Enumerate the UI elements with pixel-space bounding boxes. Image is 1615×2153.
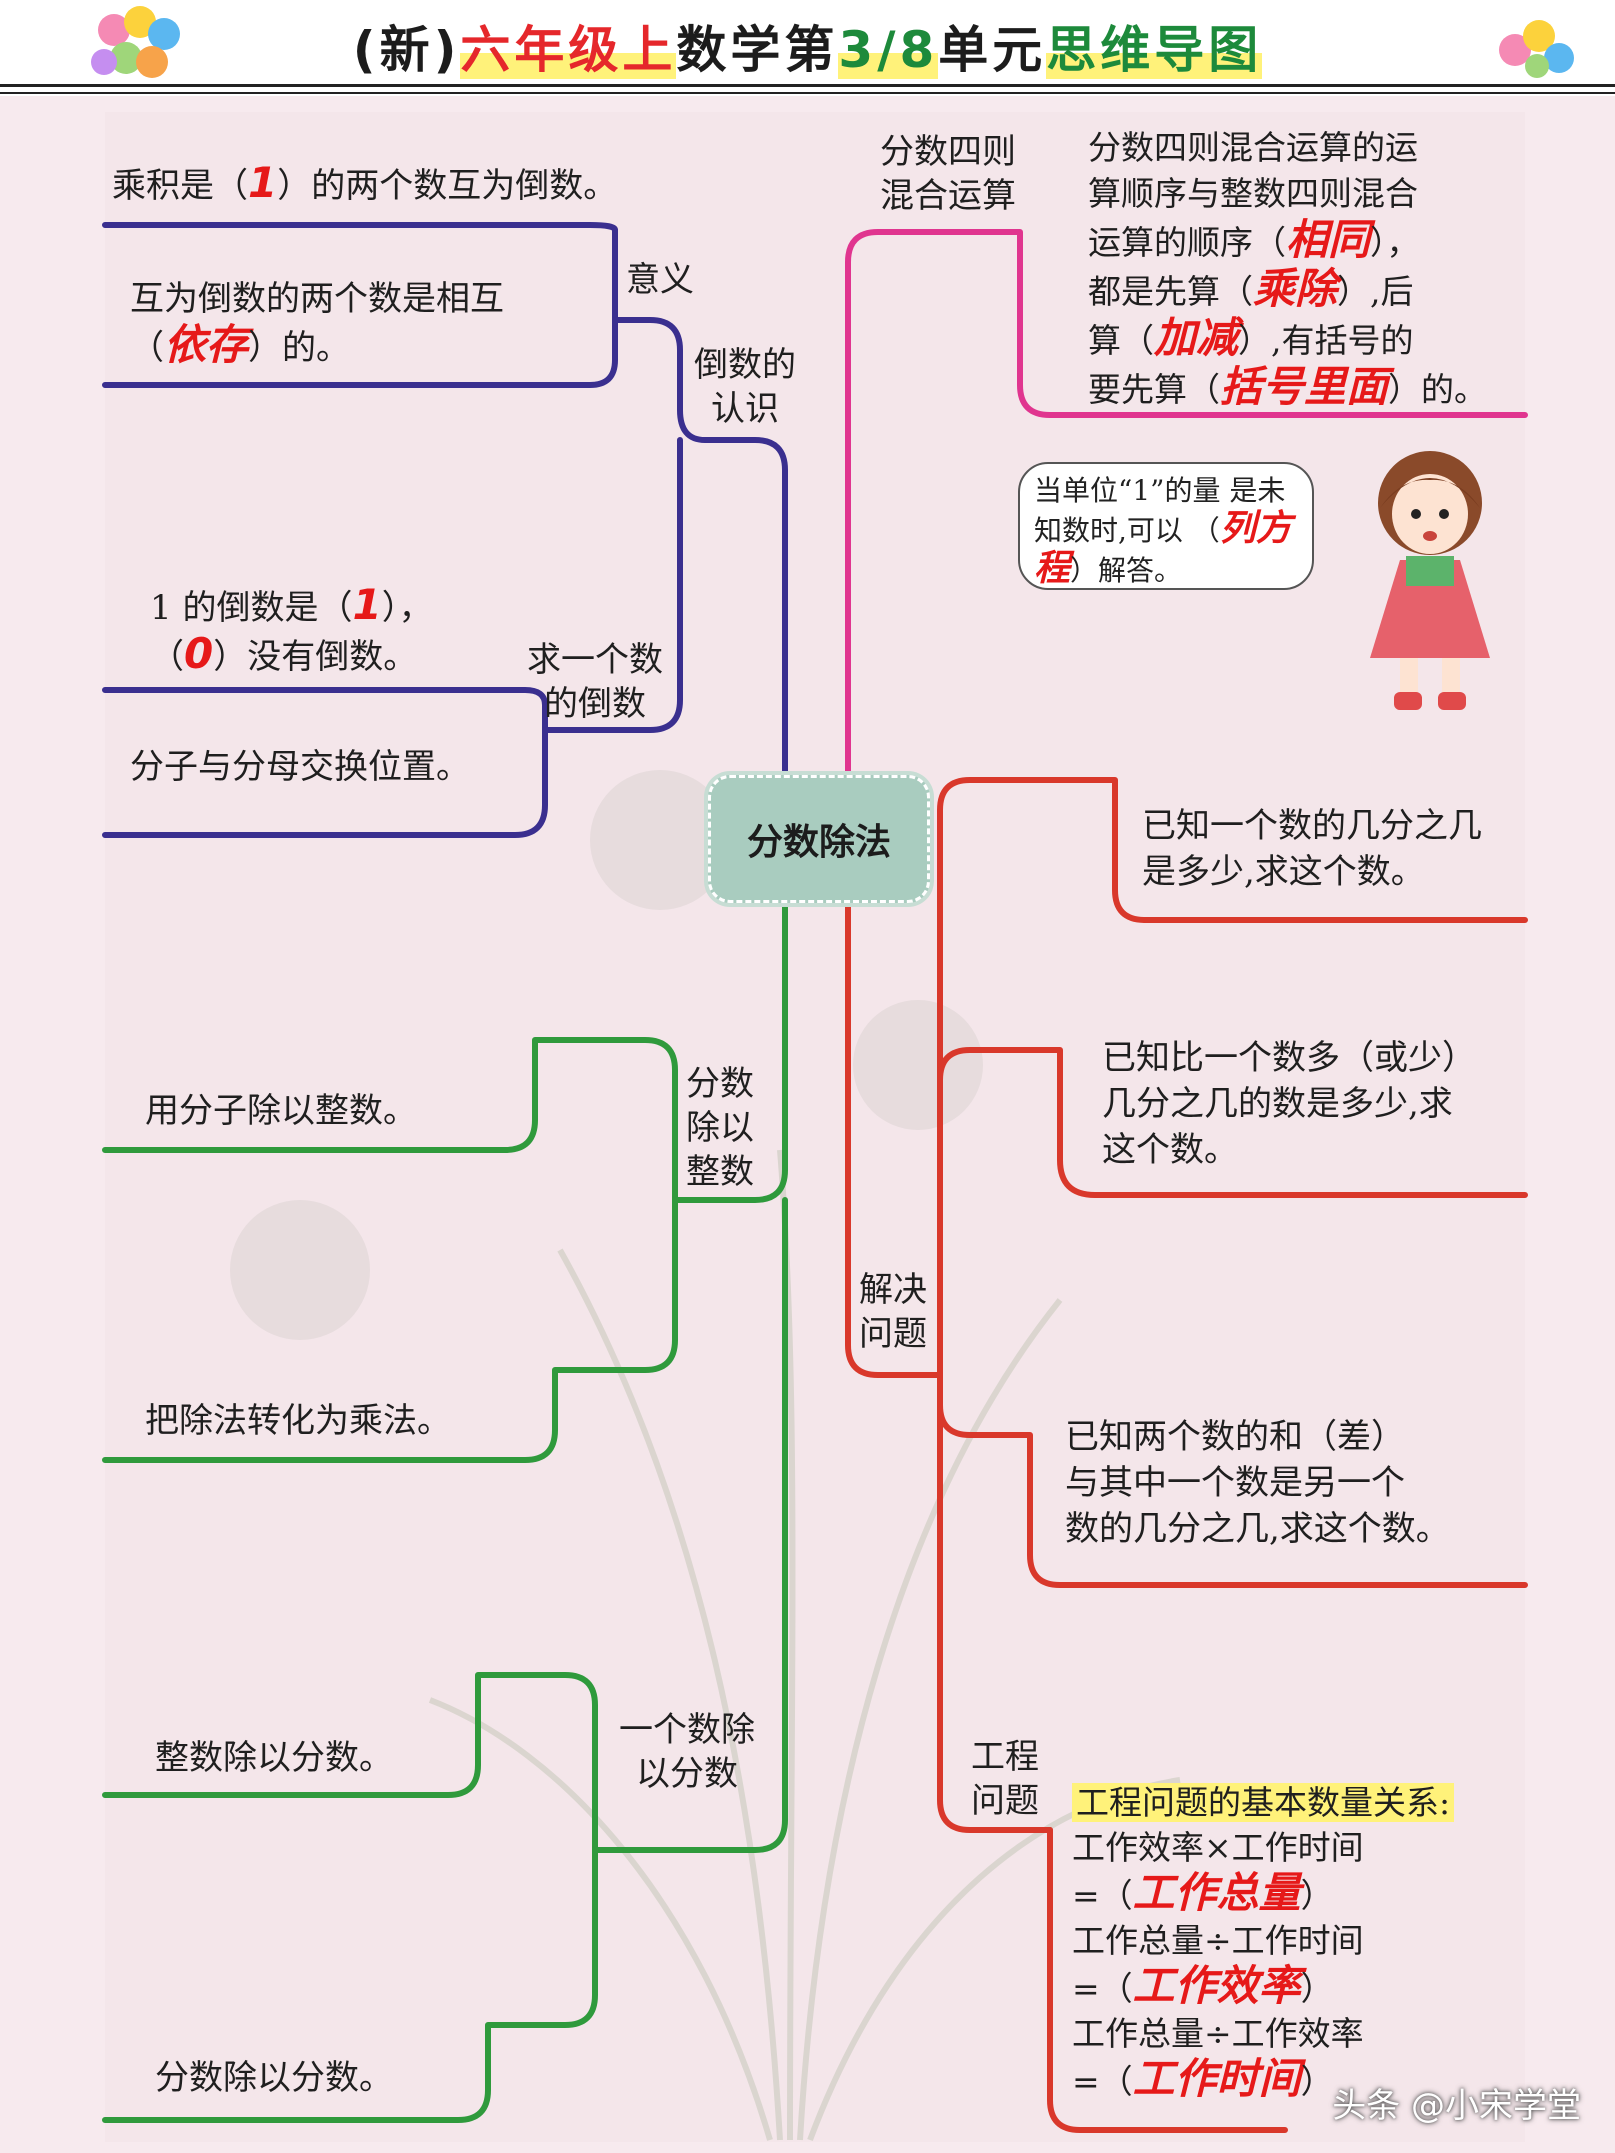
watermark: 头条 @小宋学堂 <box>1332 2086 1581 2126</box>
label-meaning: 意义 <box>626 260 694 300</box>
engineering-relations: 工程问题的基本数量关系:工作效率×工作时间=（工作总量）工作总量÷工作时间=（工… <box>1072 1780 1455 2104</box>
page-title: (新)六年级上数学第3/8单元思维导图 <box>352 21 1263 79</box>
branch-label-reciprocal: 倒数的 认识 <box>694 345 796 429</box>
convert-division-to-multiplication: 把除法转化为乘法。 <box>145 1401 451 1441</box>
header-rule <box>0 84 1615 87</box>
handwritten-answer: 列方程 <box>1034 508 1292 589</box>
branch-label-engineering: 工程 问题 <box>971 1737 1039 1821</box>
integer-divided-by-fraction: 整数除以分数。 <box>155 1738 393 1778</box>
handwritten-answer: 乘除 <box>1253 264 1338 313</box>
branch-label-divide-by-integer: 分数 除以 整数 <box>686 1064 754 1192</box>
handwritten-answer: 加减 <box>1154 313 1239 362</box>
branch-label-solve-problems: 解决 问题 <box>859 1270 927 1354</box>
fraction-divided-by-fraction: 分数除以分数。 <box>155 2058 393 2098</box>
engineering-heading: 工程问题的基本数量关系: <box>1072 1783 1455 1822</box>
header-rule <box>0 92 1615 94</box>
problem-type-1: 已知一个数的几分之几 是多少,求这个数。 <box>1142 806 1482 892</box>
problem-type-2: 已知比一个数多（或少） 几分之几的数是多少,求 这个数。 <box>1102 1038 1476 1170</box>
handwritten-answer: 工作时间 <box>1132 2054 1301 2103</box>
balloons-left-icon <box>91 6 180 78</box>
central-topic: 分数除法 <box>708 775 930 903</box>
meaning-dependency: 互为倒数的两个数是相互 （依存）的。 <box>130 279 504 369</box>
handwritten-answer: 工作总量 <box>1132 1868 1301 1917</box>
problem-type-3: 已知两个数的和（差） 与其中一个数是另一个 数的几分之几,求这个数。 <box>1065 1417 1450 1549</box>
swap-numerator-denominator: 分子与分母交换位置。 <box>130 747 470 787</box>
girl-illustration-icon <box>1370 451 1490 710</box>
branch-label-mixed-operations: 分数四则 混合运算 <box>880 132 1016 216</box>
handwritten-answer: 工作效率 <box>1132 1961 1301 2010</box>
mixed-operations-rule: 分数四则混合运算的运 算顺序与整数四则混合 运算的顺序（相同）， 都是先算（乘除… <box>1088 128 1488 411</box>
divide-numerator-by-integer: 用分子除以整数。 <box>145 1091 417 1131</box>
meaning-definition: 乘积是（1）的两个数互为倒数。 <box>112 158 618 207</box>
label-find-reciprocal: 求一个数 的倒数 <box>527 640 663 724</box>
handwritten-answer: 相同 <box>1286 215 1371 264</box>
speech-bubble: 当单位“1”的量 是未知数时,可以 （列方程）解答。 <box>1018 462 1314 590</box>
handwritten-answer: 0 <box>184 629 214 678</box>
reciprocal-of-one: 1 的倒数是（1）， （0）没有倒数。 <box>150 580 433 678</box>
handwritten-answer: 1 <box>248 158 278 207</box>
handwritten-answer: 1 <box>352 580 382 629</box>
balloons-right-icon <box>1499 20 1574 78</box>
branch-label-divide-by-fraction: 一个数除 以分数 <box>619 1710 755 1794</box>
handwritten-answer: 依存 <box>164 320 249 369</box>
handwritten-answer: 括号里面 <box>1220 362 1389 411</box>
header: (新)六年级上数学第3/8单元思维导图 <box>0 0 1615 96</box>
